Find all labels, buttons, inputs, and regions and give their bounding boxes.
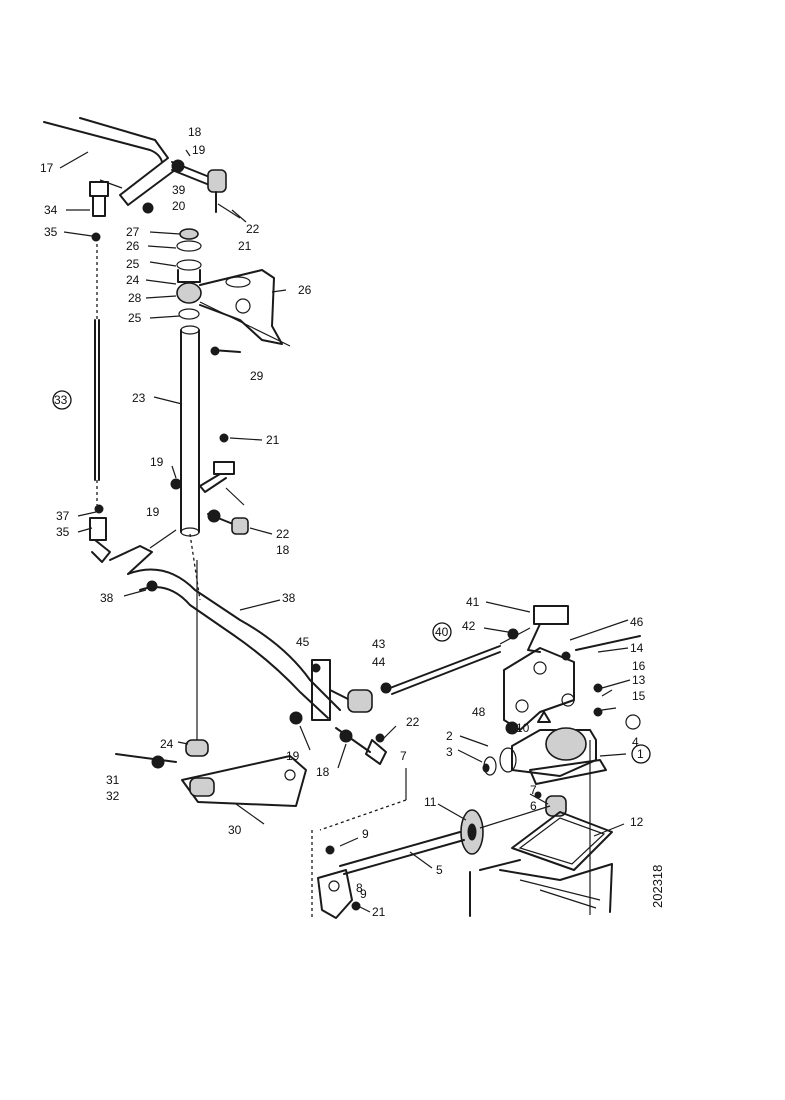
callout-circle-33: [52, 390, 72, 410]
callout-18: 18: [188, 125, 202, 139]
callout-44: 44: [372, 655, 386, 669]
shift-shaft-23: [180, 325, 201, 740]
callout-20: 20: [172, 199, 186, 213]
callout-41: 41: [466, 595, 480, 609]
callout-2: 2: [446, 729, 453, 743]
callout-26-left: 26: [126, 239, 140, 253]
callout-11: 11: [424, 795, 437, 809]
callout-39: 39: [172, 183, 186, 197]
callout-45: 45: [296, 635, 310, 649]
callout-37: 37: [56, 509, 70, 523]
swivel-block-34: [89, 179, 154, 242]
countershaft-5: [319, 768, 551, 875]
callout-4: 4: [632, 735, 639, 749]
callout-29: 29: [250, 369, 264, 383]
gearbox-case: [469, 740, 613, 917]
callout-7: 7: [400, 749, 407, 763]
support-bracket-30: [115, 739, 307, 807]
callout-17: 17: [40, 161, 54, 175]
callout-14: 14: [630, 641, 644, 655]
callout-10: 10: [516, 721, 530, 735]
callout-circle-1: [631, 744, 651, 764]
callout-21-bottom: 21: [372, 905, 386, 919]
callout-18-bottom: 18: [316, 765, 330, 779]
callout-5: 5: [436, 863, 443, 877]
bushing-stack: [176, 228, 202, 320]
callout-25-a: 25: [126, 257, 140, 271]
callout-28: 28: [128, 291, 142, 305]
cover-plate-12: [479, 811, 613, 871]
callout-12: 12: [630, 815, 644, 829]
gearbox-bracket-46: [503, 635, 641, 735]
gear-housing-1: [482, 714, 641, 785]
callout-39-shaft: 38: [282, 591, 296, 605]
mounting-bracket-26: [199, 269, 291, 347]
link-rod-33: [94, 244, 104, 514]
callout-25-b: 25: [128, 311, 142, 325]
callout-23: 23: [132, 391, 146, 405]
callout-43: 43: [372, 637, 386, 651]
document-id: 202318: [650, 865, 665, 908]
callout-19-left: 19: [146, 505, 160, 519]
callout-26-right: 26: [298, 283, 312, 297]
callout-16: 16: [632, 659, 646, 673]
callout-8: 8: [356, 881, 363, 895]
callout-22-mid: 22: [276, 527, 290, 541]
callout-31: 31: [106, 773, 120, 787]
callout-35-top: 35: [44, 225, 58, 239]
callout-1: 1: [637, 747, 644, 761]
callout-9: 9: [362, 827, 369, 841]
callout-labels: 17 18 19 39 20 22 21 34 35 27 26 25 24 2…: [40, 125, 646, 919]
leader-lines: [59, 149, 631, 913]
bolt-29: [210, 346, 241, 356]
shaft-lever-45: [289, 659, 392, 765]
callout-3: 3: [446, 745, 453, 759]
ball-joint-link-upper: [171, 159, 247, 223]
lower-bracket-8: [311, 830, 361, 920]
callout-33: 33: [54, 393, 68, 407]
callout-9-bottom: 9: [360, 887, 367, 901]
callout-24-top: 24: [126, 273, 140, 287]
callout-21-mid: 21: [266, 433, 280, 447]
callout-48: 48: [472, 705, 486, 719]
callout-27: 27: [126, 225, 140, 239]
callout-7-gear: 7: [530, 783, 537, 797]
swivel-block-36: [89, 517, 111, 563]
callout-6: 6: [530, 799, 537, 813]
callout-24-bottom: 24: [160, 737, 174, 751]
callout-34: 34: [44, 203, 58, 217]
cross-shaft-39: [109, 529, 341, 719]
callout-15: 15: [632, 689, 646, 703]
callout-18-mid: 18: [276, 543, 290, 557]
callout-19-bottom: 19: [286, 749, 300, 763]
callout-22-top: 22: [246, 222, 260, 236]
callout-19-mid: 19: [150, 455, 164, 469]
shift-rod-17: [43, 117, 176, 206]
gear-wheel-11: [460, 809, 484, 855]
callout-42: 42: [462, 619, 476, 633]
callout-40: 40: [435, 625, 449, 639]
callout-30: 30: [228, 823, 242, 837]
callout-32: 32: [106, 789, 120, 803]
callout-35-bottom: 35: [56, 525, 70, 539]
callout-21-top: 21: [238, 239, 252, 253]
callout-circle-40: [432, 622, 452, 642]
selector-arm-6: [529, 791, 567, 817]
middle-lever: [170, 433, 273, 535]
callout-22-bottom: 22: [406, 715, 420, 729]
callout-19: 19: [192, 143, 206, 157]
callout-38: 38: [100, 591, 114, 605]
callout-46: 46: [630, 615, 644, 629]
callout-13: 13: [632, 673, 646, 687]
push-rod-41: [389, 605, 569, 695]
